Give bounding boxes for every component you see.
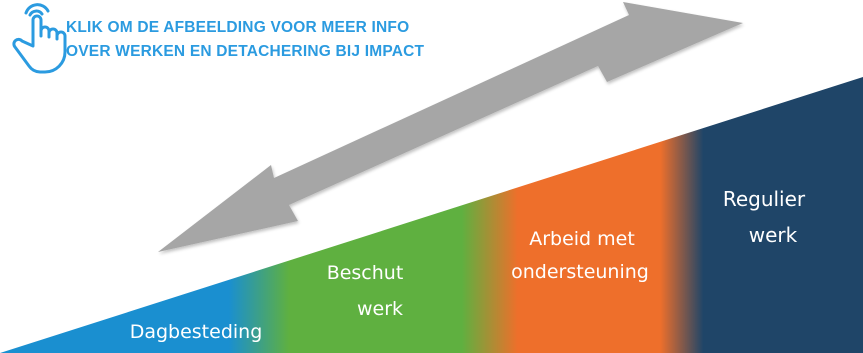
ramp-wedge	[0, 77, 863, 353]
double-headed-arrow-icon	[158, 2, 743, 252]
cta-line-2[interactable]: OVER WERKEN EN DETACHERING BIJ IMPACT	[66, 43, 425, 60]
label-dagbesteding: Dagbesteding	[130, 321, 263, 343]
pointing-hand-icon[interactable]	[12, 3, 67, 74]
cta-line-1[interactable]: KLIK OM DE AFBEELDING VOOR MEER INFO	[66, 19, 409, 36]
